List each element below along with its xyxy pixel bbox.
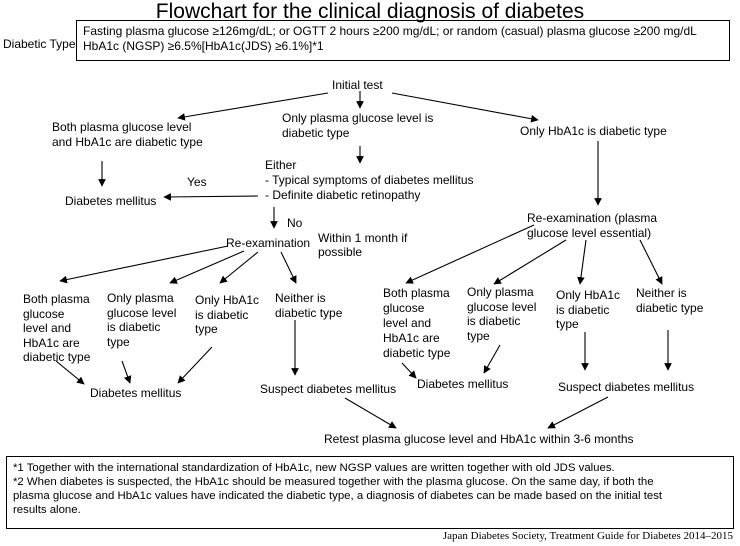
- right-onlypg-line-3: is diabetic: [467, 314, 521, 328]
- dm-left-node: Diabetes mellitus: [90, 386, 182, 400]
- right-both-line-3: level and: [383, 316, 432, 330]
- left-neither-line-2: diabetic type: [275, 306, 343, 320]
- reexam-node: Re-examination: [226, 236, 311, 250]
- yes-label: Yes: [187, 175, 207, 189]
- left-both-line-3: level and: [23, 321, 72, 335]
- left-onlypg-line-2: glucose level: [107, 305, 177, 320]
- retest-node: Retest plasma glucose level and HbA1c wi…: [324, 432, 634, 446]
- left-onlypg-line-3: is diabetic: [107, 320, 161, 334]
- arrow-l-onlypg-to-dm: [121, 360, 132, 384]
- left-neither-line-1: Neither is: [275, 291, 326, 305]
- left-onlyh-line-1: Only HbA1c: [195, 293, 260, 307]
- source-citation: Japan Diabetes Society, Treatment Guide …: [442, 530, 733, 542]
- left-onlyh-line-2: is diabetic: [195, 307, 249, 322]
- right-onlypg-line-4: type: [467, 328, 490, 343]
- right-onlypg-node: Only plasma glucose level is diabetic ty…: [467, 285, 536, 343]
- arrow-r-reexam-to-onlypg: [493, 239, 567, 285]
- only-pg-line-2: diabetic type: [282, 126, 350, 140]
- page-title: Flowchart for the clinical diagnosis of …: [155, 0, 585, 23]
- suspect-left-node: Suspect diabetes mellitus: [260, 382, 397, 396]
- within-line-2: possible: [318, 245, 363, 259]
- no-label: No: [287, 216, 303, 230]
- either-heading: Either: [265, 158, 297, 172]
- diabetic-type-criteria-box: Fasting plasma glucose ≥126mg/dL; or OGT…: [76, 20, 730, 61]
- within-line-1: Within 1 month if: [318, 231, 408, 245]
- both-diabetic-node: Both plasma glucose level and HbA1c are …: [52, 120, 203, 150]
- arrow-l-onlyh-to-dm: [177, 346, 213, 384]
- arrow-l-both-to-dm: [55, 360, 85, 385]
- reexam-pg-line-2: glucose level essential): [527, 226, 652, 240]
- left-both-line-4: HbA1c are: [23, 335, 80, 350]
- only-pg-line-1: Only plasma glucose level is: [282, 111, 434, 125]
- right-onlyh-line-1: Only HbA1c: [556, 288, 621, 302]
- criteria-line-2: HbA1c (NGSP) ≥6.5%[HbA1c(JDS) ≥6.1%]*1: [83, 39, 324, 53]
- arrow-r-reexam-to-onlyh: [577, 239, 587, 285]
- arrow-r-reexam-to-both: [405, 224, 535, 284]
- right-both-line-2: glucose: [383, 301, 425, 315]
- left-both-node: Both plasma glucose level and HbA1c are …: [23, 292, 90, 365]
- both-diabetic-line-1: Both plasma glucose level: [52, 120, 192, 134]
- criteria-line-1: Fasting plasma glucose ≥126mg/dL; or OGT…: [83, 24, 697, 38]
- arrow-reexam-to-l-both: [59, 245, 229, 284]
- right-onlyh-node: Only HbA1c is diabetic type: [556, 288, 620, 332]
- right-both-line-1: Both plasma: [383, 286, 450, 300]
- dm-mid-node: Diabetes mellitus: [417, 377, 509, 391]
- right-neither-node: Neither is diabetic type: [636, 286, 703, 316]
- right-both-line-4: HbA1c are: [383, 331, 440, 345]
- arrow-initial-to-only-hba1c: [391, 92, 539, 123]
- footnotes-box: *1 Together with the international stand…: [6, 456, 734, 529]
- reexam-pg-node: Re-examination (plasma glucose level ess…: [527, 211, 657, 241]
- right-neither-line-1: Neither is: [636, 286, 687, 300]
- arrow-r-both-to-dm: [401, 362, 417, 379]
- arrow-reexam-to-l-onlypg: [169, 250, 245, 284]
- arrow-yes-to-dm: [163, 193, 259, 201]
- left-onlypg-node: Only plasma glucose level is diabetic ty…: [107, 291, 176, 349]
- right-both-node: Both plasma glucose level and HbA1c are …: [383, 286, 450, 361]
- arrow-reexam-to-l-neither: [280, 251, 297, 284]
- footnote-2-line-2: plasma glucose and HbA1c values have ind…: [13, 490, 663, 502]
- left-onlypg-line-4: type: [107, 334, 130, 349]
- dm-top-node: Diabetes mellitus: [65, 194, 157, 208]
- right-both-line-5: diabetic type: [383, 346, 451, 360]
- arrow-r-onlypg-to-dm: [483, 344, 501, 374]
- footnote-1: *1 Together with the international stand…: [13, 462, 615, 474]
- arrow-initial-to-both: [177, 92, 329, 121]
- right-onlyh-line-3: type: [556, 317, 579, 331]
- arrow-right-suspect-to-retest: [547, 396, 609, 429]
- right-onlypg-line-2: glucose level: [467, 299, 537, 314]
- suspect-right-node: Suspect diabetes mellitus: [558, 380, 695, 394]
- left-neither-node: Neither is diabetic type: [275, 291, 342, 321]
- initial-test-node: Initial test: [332, 78, 383, 92]
- footnote-2-line-1: *2 When diabetes is suspected, the HbA1c…: [13, 476, 654, 488]
- either-item-retinopathy: - Definite diabetic retinopathy: [265, 188, 421, 202]
- left-onlypg-line-1: Only plasma: [107, 291, 174, 305]
- arrow-left-suspect-to-retest: [344, 397, 397, 429]
- right-onlyh-line-2: is diabetic: [556, 302, 610, 317]
- diabetic-type-label: Diabetic Type: [3, 37, 76, 51]
- either-node: Either - Typical symptoms of diabetes me…: [265, 158, 474, 203]
- left-onlyh-node: Only HbA1c is diabetic type: [195, 293, 259, 337]
- left-both-line-5: diabetic type: [23, 350, 91, 364]
- within-month-note: Within 1 month if possible: [318, 231, 407, 259]
- left-both-line-1: Both plasma: [23, 292, 90, 306]
- footnote-2-line-3: results alone.: [13, 504, 81, 516]
- only-pg-node: Only plasma glucose level is diabetic ty…: [282, 111, 433, 141]
- both-diabetic-line-2: and HbA1c are diabetic type: [52, 135, 203, 149]
- either-item-symptoms: - Typical symptoms of diabetes mellitus: [265, 173, 474, 187]
- reexam-pg-line-1: Re-examination (plasma: [527, 211, 658, 225]
- right-neither-line-2: diabetic type: [636, 301, 704, 315]
- arrow-reexam-to-l-onlyh: [219, 251, 259, 284]
- arrow-r-reexam-to-neither: [639, 239, 663, 285]
- left-onlyh-line-3: type: [195, 322, 218, 336]
- right-onlypg-line-1: Only plasma: [467, 285, 534, 299]
- left-both-line-2: glucose: [23, 306, 65, 321]
- only-hba1c-node: Only HbA1c is diabetic type: [520, 124, 667, 138]
